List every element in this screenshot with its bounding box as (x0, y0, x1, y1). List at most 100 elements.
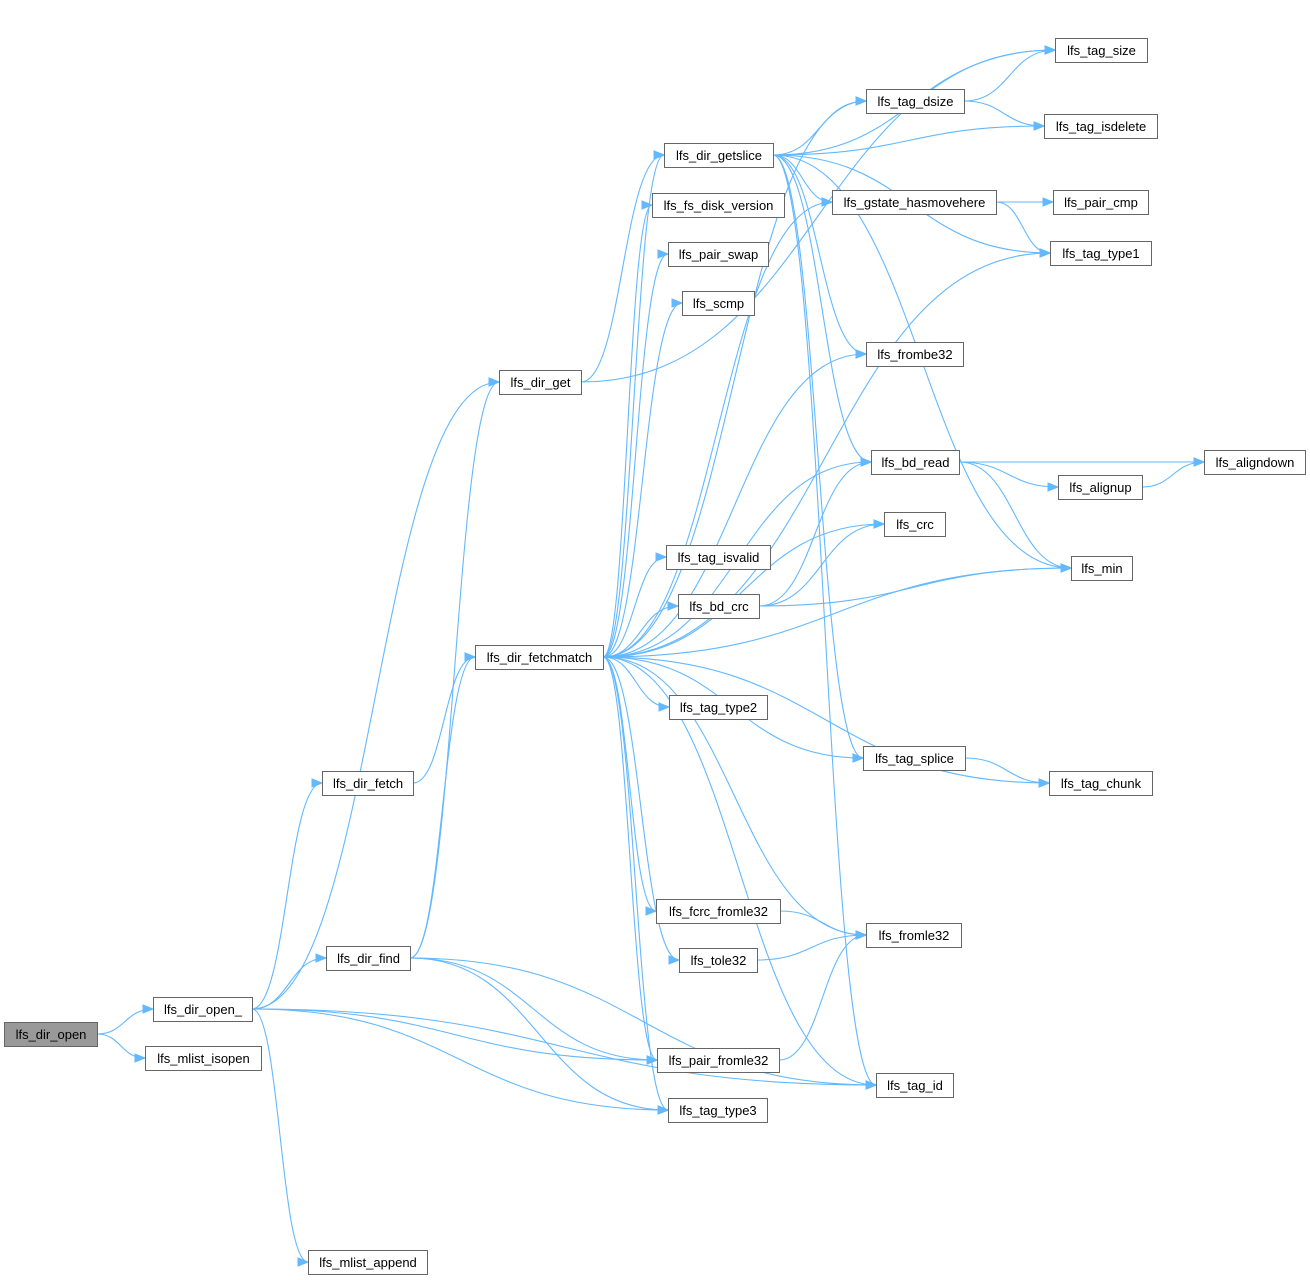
edge-line (580, 154, 665, 383)
edge-arrowhead (1047, 482, 1060, 492)
node-lfs-tag-isdelete[interactable]: lfs_tag_isdelete (1044, 114, 1158, 139)
node-box (1053, 190, 1149, 215)
node-lfs-tag-chunk[interactable]: lfs_tag_chunk (1049, 771, 1153, 796)
node-box (679, 948, 758, 973)
edge-lfs_tag_dsize-to-lfs_tag_size (963, 45, 1057, 102)
edge-lfs_bd_crc-to-lfs_min (758, 563, 1073, 607)
node-lfs-pair-fromle32[interactable]: lfs_pair_fromle32 (657, 1048, 780, 1073)
node-lfs-pair-swap[interactable]: lfs_pair_swap (668, 242, 769, 267)
edge-lfs_pair_fromle32-to-lfs_fromle32 (778, 930, 868, 1061)
edge-line (772, 154, 872, 463)
node-lfs-fcrc-fromle32[interactable]: lfs_fcrc_fromle32 (656, 899, 781, 924)
node-lfs-tag-type1[interactable]: lfs_tag_type1 (1050, 241, 1152, 266)
node-lfs-alignup[interactable]: lfs_alignup (1058, 475, 1143, 500)
node-box (656, 899, 781, 924)
node-box (682, 291, 755, 316)
node-lfs-tag-type3[interactable]: lfs_tag_type3 (668, 1098, 768, 1123)
node-lfs-tag-size[interactable]: lfs_tag_size (1055, 38, 1148, 63)
edge-line (772, 154, 877, 1086)
node-box (866, 89, 965, 114)
node-label: lfs_tag_isvalid (678, 550, 760, 565)
node-lfs-gstate-hasmovehere[interactable]: lfs_gstate_hasmovehere (832, 190, 997, 215)
node-lfs-fromle32[interactable]: lfs_fromle32 (866, 923, 962, 948)
edge-arrowhead (667, 601, 680, 611)
edge-arrowhead (865, 1080, 878, 1090)
edge-line (602, 523, 885, 658)
edge-arrowhead (645, 906, 658, 916)
node-label: lfs_tag_splice (875, 751, 954, 766)
edge-lfs_bd_read-to-lfs_aligndown (959, 457, 1206, 467)
node-lfs-dir-open[interactable]: lfs_dir_open (4, 1022, 98, 1047)
node-lfs-dir-fetchmatch[interactable]: lfs_dir_fetchmatch (475, 645, 604, 670)
node-lfs-crc[interactable]: lfs_crc (884, 512, 946, 537)
node-lfs-dir-open-[interactable]: lfs_dir_open_ (153, 997, 253, 1022)
edge-line (251, 381, 500, 1010)
edge-arrowhead (1060, 563, 1073, 573)
node-box (153, 997, 253, 1022)
node-lfs-dir-get[interactable]: lfs_dir_get (499, 370, 582, 395)
node-lfs-pair-cmp[interactable]: lfs_pair_cmp (1053, 190, 1149, 215)
node-lfs-bd-crc[interactable]: lfs_bd_crc (678, 594, 760, 619)
node-label: lfs_pair_fromle32 (669, 1053, 769, 1068)
edge-line (758, 523, 885, 607)
node-box (4, 1022, 98, 1047)
node-lfs-min[interactable]: lfs_min (1071, 556, 1133, 581)
edge-lfs_gstate_hasmovehere-to-lfs_tag_type1 (995, 201, 1052, 258)
edge-lfs_tag_dsize-to-lfs_tag_isdelete (963, 100, 1046, 131)
node-lfs-mlist-append[interactable]: lfs_mlist_append (308, 1250, 428, 1275)
node-lfs-fs-disk-version[interactable]: lfs_fs_disk_version (652, 193, 785, 218)
edge-line (756, 934, 867, 961)
edge-line (602, 353, 867, 658)
edge-arrowhead (142, 1004, 155, 1014)
edge-lfs_dir_getslice-to-lfs_tag_isdelete (772, 121, 1046, 156)
node-lfs-tole32[interactable]: lfs_tole32 (679, 948, 758, 973)
node-lfs-tag-type2[interactable]: lfs_tag_type2 (669, 695, 768, 720)
node-lfs-tag-splice[interactable]: lfs_tag_splice (863, 746, 966, 771)
edge-line (602, 201, 833, 658)
edge-lfs_gstate_hasmovehere-to-lfs_pair_cmp (995, 197, 1055, 207)
node-box (832, 190, 997, 215)
node-box (326, 946, 411, 971)
node-lfs-tag-isvalid[interactable]: lfs_tag_isvalid (666, 545, 771, 570)
edge-line (602, 556, 667, 658)
edge-line (409, 656, 476, 959)
node-label: lfs_tag_type3 (679, 1103, 756, 1118)
node-box (145, 1046, 262, 1071)
node-lfs-dir-find[interactable]: lfs_dir_find (326, 946, 411, 971)
edge-lfs_dir_fetchmatch-to-lfs_pair_fromle32 (602, 656, 659, 1065)
node-lfs-dir-getslice[interactable]: lfs_dir_getslice (664, 143, 774, 168)
node-label: lfs_mlist_append (319, 1255, 417, 1270)
edge-line (772, 154, 864, 759)
edge-arrowhead (641, 200, 654, 210)
node-label: lfs_frombe32 (877, 347, 952, 362)
node-box (1204, 450, 1306, 475)
edge-line (602, 252, 1051, 658)
edge-line (409, 957, 877, 1086)
node-lfs-tag-dsize[interactable]: lfs_tag_dsize (866, 89, 965, 114)
edge-lfs_dir_open_-to-lfs_mlist_append (251, 1008, 310, 1267)
node-label: lfs_dir_get (511, 375, 571, 390)
edge-lfs_dir_fetch-to-lfs_dir_fetchmatch (412, 652, 477, 784)
node-label: lfs_tag_type1 (1062, 246, 1139, 261)
edge-line (958, 461, 1072, 569)
edge-arrowhead (297, 1257, 310, 1267)
node-box (876, 1073, 954, 1098)
edge-line (964, 757, 1050, 784)
node-lfs-dir-fetch[interactable]: lfs_dir_fetch (322, 771, 414, 796)
node-label: lfs_fs_disk_version (664, 198, 774, 213)
node-lfs-frombe32[interactable]: lfs_frombe32 (866, 342, 964, 367)
node-label: lfs_dir_fetchmatch (487, 650, 593, 665)
node-box (652, 193, 785, 218)
edge-arrowhead (860, 457, 873, 467)
node-lfs-aligndown[interactable]: lfs_aligndown (1204, 450, 1306, 475)
node-lfs-mlist-isopen[interactable]: lfs_mlist_isopen (145, 1046, 262, 1071)
node-label: lfs_dir_find (337, 951, 400, 966)
edge-arrowhead (311, 778, 324, 788)
edge-line (602, 302, 683, 658)
node-box (863, 746, 966, 771)
node-lfs-scmp[interactable]: lfs_scmp (682, 291, 755, 316)
node-lfs-bd-read[interactable]: lfs_bd_read (871, 450, 960, 475)
node-label: lfs_tole32 (691, 953, 747, 968)
node-lfs-tag-id[interactable]: lfs_tag_id (876, 1073, 954, 1098)
edge-line (995, 201, 1051, 254)
